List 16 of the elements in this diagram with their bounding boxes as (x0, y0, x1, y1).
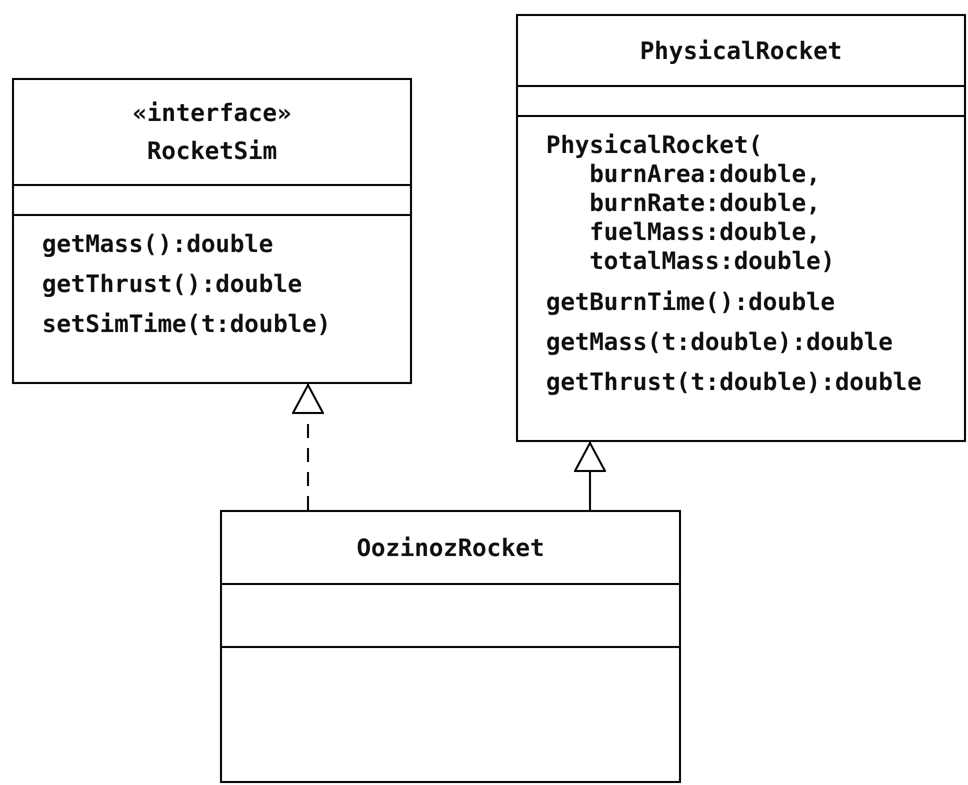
class-box (220, 510, 681, 783)
method-signature: getThrust():double (42, 270, 302, 298)
method-signature: getMass(t:double):double (546, 328, 893, 356)
class-name: PhysicalRocket (640, 36, 842, 64)
method-signature: getBurnTime():double (546, 288, 835, 316)
constructor-signature: PhysicalRocket( burnArea:double, burnRate:double, fuelMass:double, totalMass:double) (546, 131, 836, 276)
realization-arrow (292, 384, 324, 510)
inheritance-arrow (574, 442, 606, 510)
class-box (12, 78, 412, 384)
method-signature: setSimTime(t:double) (42, 310, 331, 338)
class-name: OozinozRocket (356, 534, 544, 562)
method-signature: getThrust(t:double):double (546, 368, 922, 396)
method-signature: getMass():double (42, 230, 274, 258)
class-box (516, 14, 966, 442)
stereotype-label: «interface» (132, 99, 292, 127)
class-name: RocketSim (146, 137, 278, 165)
